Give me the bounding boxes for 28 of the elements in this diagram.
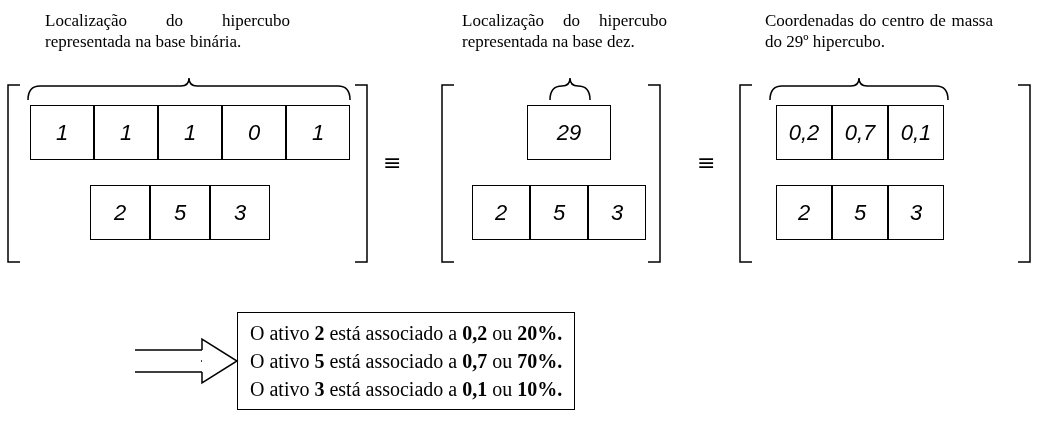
result-box <box>237 312 576 410</box>
matrix-cell: 0,2 <box>776 105 832 160</box>
matrix-heading: Localização do hipercubo representada na base binária. <box>45 10 290 52</box>
matrix-heading: Localização do hipercubo representada na base dez. <box>462 10 667 52</box>
matrix-cell: 3 <box>588 185 646 240</box>
matrix-cell: 3 <box>888 185 944 240</box>
matrix-cell: 1 <box>158 105 222 160</box>
result-text: O ativo 2 está associado a 0,2 ou 20%. <box>250 321 563 346</box>
matrix-cell: 2 <box>776 185 832 240</box>
equivalence-sign: ≡ <box>697 150 716 175</box>
result-text: O ativo 3 está associado a 0,1 ou 10%. <box>250 377 563 402</box>
equivalence-sign: ≡ <box>383 150 402 175</box>
matrix-cell: 5 <box>832 185 888 240</box>
matrix-cell: 2 <box>472 185 530 240</box>
matrix-cell: 1 <box>94 105 158 160</box>
matrix-cell: 0 <box>222 105 286 160</box>
matrix-cell: 1 <box>30 105 94 160</box>
matrix-cell: 3 <box>210 185 270 240</box>
matrix-cell: 1 <box>286 105 350 160</box>
matrix-cell: 29 <box>527 105 611 160</box>
matrix-cell: 0,1 <box>888 105 944 160</box>
matrix-cell: 2 <box>90 185 150 240</box>
result-text: O ativo 5 está associado a 0,7 ou 70%. <box>250 349 563 374</box>
matrix-cell: 5 <box>530 185 588 240</box>
block-arrow <box>134 338 238 384</box>
matrix-cell: 5 <box>150 185 210 240</box>
matrix-heading: Coordenadas do centro de massa do 29º hipercubo. <box>765 10 993 52</box>
matrix-cell: 0,7 <box>832 105 888 160</box>
